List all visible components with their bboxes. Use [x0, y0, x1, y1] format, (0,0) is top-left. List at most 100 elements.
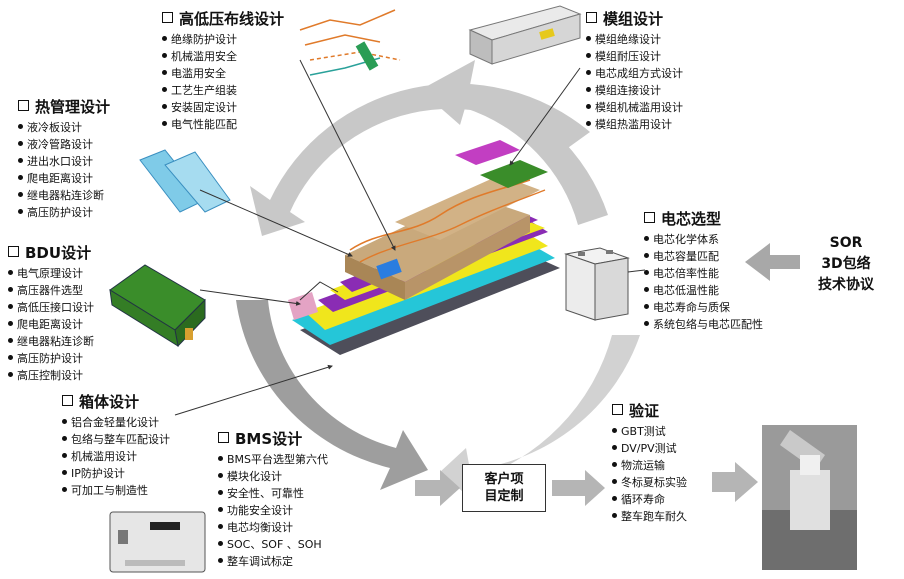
item-list: 液冷板设计 液冷管路设计 进出水口设计 爬电距离设计 继电器粘连诊断 高压防护设…: [18, 119, 110, 221]
section-hv-wiring: 高低压布线设计 绝缘防护设计 机械滥用安全 电滥用安全 工艺生产组装 安装固定设…: [162, 10, 284, 133]
bdu-image: [109, 264, 206, 348]
list-item: 系统包络与电芯匹配性: [644, 316, 763, 333]
bullet-icon: [586, 36, 591, 41]
list-item: 高低压接口设计: [8, 299, 94, 316]
list-item: 液冷管路设计: [18, 136, 110, 153]
list-item: 电芯倍率性能: [644, 265, 763, 282]
list-item: 电气性能匹配: [162, 116, 284, 133]
bullet-icon: [62, 487, 67, 492]
bullet-icon: [218, 541, 223, 546]
bullet-icon: [612, 462, 617, 467]
checkbox-icon: [162, 12, 173, 23]
list-item: 高压防护设计: [18, 204, 110, 221]
robot-image: [762, 425, 857, 570]
bullet-icon: [162, 121, 167, 126]
bullet-icon: [644, 321, 649, 326]
list-item: 功能安全设计: [218, 502, 328, 519]
bullet-icon: [218, 558, 223, 563]
list-item: 铝合金轻量化设计: [62, 414, 170, 431]
list-item: 继电器粘连诊断: [8, 333, 94, 350]
arrow-customer-to-validation: [552, 470, 605, 506]
section-thermal: 热管理设计 液冷板设计 液冷管路设计 进出水口设计 爬电距离设计 继电器粘连诊断…: [18, 98, 110, 221]
list-item: 物流运输: [612, 457, 687, 474]
bullet-icon: [644, 253, 649, 258]
arrow-sor-to-cell: [745, 243, 800, 281]
list-item: 机械滥用设计: [62, 448, 170, 465]
list-item: 电气原理设计: [8, 265, 94, 282]
list-item: 电芯化学体系: [644, 231, 763, 248]
arrow-validation-to-robot: [712, 462, 758, 502]
item-list: 电气原理设计 高压器件选型 高低压接口设计 爬电距离设计 继电器粘连诊断 高压防…: [8, 265, 94, 384]
bms-image: [109, 511, 206, 573]
section-bdu: BDU设计 电气原理设计 高压器件选型 高低压接口设计 爬电距离设计 继电器粘连…: [8, 244, 94, 384]
bullet-icon: [162, 70, 167, 75]
list-item: 整车调试标定: [218, 553, 328, 570]
bullet-icon: [586, 121, 591, 126]
list-item: 爬电距离设计: [8, 316, 94, 333]
checkbox-icon: [586, 12, 597, 23]
checkbox-icon: [644, 212, 655, 223]
bullet-icon: [62, 419, 67, 424]
bullet-icon: [162, 53, 167, 58]
bullet-icon: [612, 513, 617, 518]
bullet-icon: [8, 338, 13, 343]
bullet-icon: [8, 372, 13, 377]
bullet-icon: [8, 287, 13, 292]
list-item: BMS平台选型第六代: [218, 451, 328, 468]
cycle-arrow-right: [440, 335, 640, 498]
list-item: 模组热滥用设计: [586, 116, 683, 133]
section-title: BDU设计: [25, 244, 92, 262]
list-item: 模组机械滥用设计: [586, 99, 683, 116]
bullet-icon: [644, 270, 649, 275]
section-bms: BMS设计 BMS平台选型第六代 模块化设计 安全性、可靠性 功能安全设计 电芯…: [218, 430, 328, 570]
cycle-arrows: [236, 60, 800, 506]
list-item: 爬电距离设计: [18, 170, 110, 187]
list-item: IP防护设计: [62, 465, 170, 482]
section-validation: 验证 GBT测试 DV/PV测试 物流运输 冬标夏标实验 循环寿命 整车跑车耐久: [612, 402, 687, 525]
list-item: 循环寿命: [612, 491, 687, 508]
section-title: 验证: [629, 402, 660, 420]
list-item: 电芯均衡设计: [218, 519, 328, 536]
bullet-icon: [586, 70, 591, 75]
cycle-arrow-upper-right: [420, 60, 608, 225]
list-item: 绝缘防护设计: [162, 31, 284, 48]
list-item: 模组耐压设计: [586, 48, 683, 65]
list-item: 模块化设计: [218, 468, 328, 485]
section-title: BMS设计: [235, 430, 303, 448]
bullet-icon: [218, 456, 223, 461]
customer-customization-box: 客户项 目定制: [462, 464, 546, 512]
wiring-image: [299, 9, 401, 76]
bullet-icon: [162, 104, 167, 109]
list-item: 冬标夏标实验: [612, 474, 687, 491]
item-list: 电芯化学体系 电芯容量匹配 电芯倍率性能 电芯低温性能 电芯寿命与质保 系统包络…: [644, 231, 763, 333]
bullet-icon: [218, 490, 223, 495]
list-item: 机械滥用安全: [162, 48, 284, 65]
bullet-icon: [586, 104, 591, 109]
cold-plate-image: [139, 149, 231, 213]
list-item: 高压控制设计: [8, 367, 94, 384]
bullet-icon: [18, 124, 23, 129]
bullet-icon: [18, 175, 23, 180]
bullet-icon: [18, 209, 23, 214]
section-cell: 电芯选型 电芯化学体系 电芯容量匹配 电芯倍率性能 电芯低温性能 电芯寿命与质保…: [644, 210, 763, 333]
bullet-icon: [8, 270, 13, 275]
bullet-icon: [218, 524, 223, 529]
list-item: 高压器件选型: [8, 282, 94, 299]
item-list: BMS平台选型第六代 模块化设计 安全性、可靠性 功能安全设计 电芯均衡设计 S…: [218, 451, 328, 570]
bullet-icon: [8, 304, 13, 309]
item-list: GBT测试 DV/PV测试 物流运输 冬标夏标实验 循环寿命 整车跑车耐久: [612, 423, 687, 525]
list-item: 电滥用安全: [162, 65, 284, 82]
checkbox-icon: [218, 432, 229, 443]
bullet-icon: [586, 87, 591, 92]
bullet-icon: [612, 445, 617, 450]
list-item: 高压防护设计: [8, 350, 94, 367]
bullet-icon: [18, 158, 23, 163]
list-item: DV/PV测试: [612, 440, 687, 457]
battery-pack-illustration: [288, 140, 560, 355]
list-item: 模组连接设计: [586, 82, 683, 99]
bullet-icon: [62, 436, 67, 441]
bullet-icon: [18, 141, 23, 146]
list-item: 电芯容量匹配: [644, 248, 763, 265]
list-item: 电芯寿命与质保: [644, 299, 763, 316]
list-item: 可加工与制造性: [62, 482, 170, 499]
